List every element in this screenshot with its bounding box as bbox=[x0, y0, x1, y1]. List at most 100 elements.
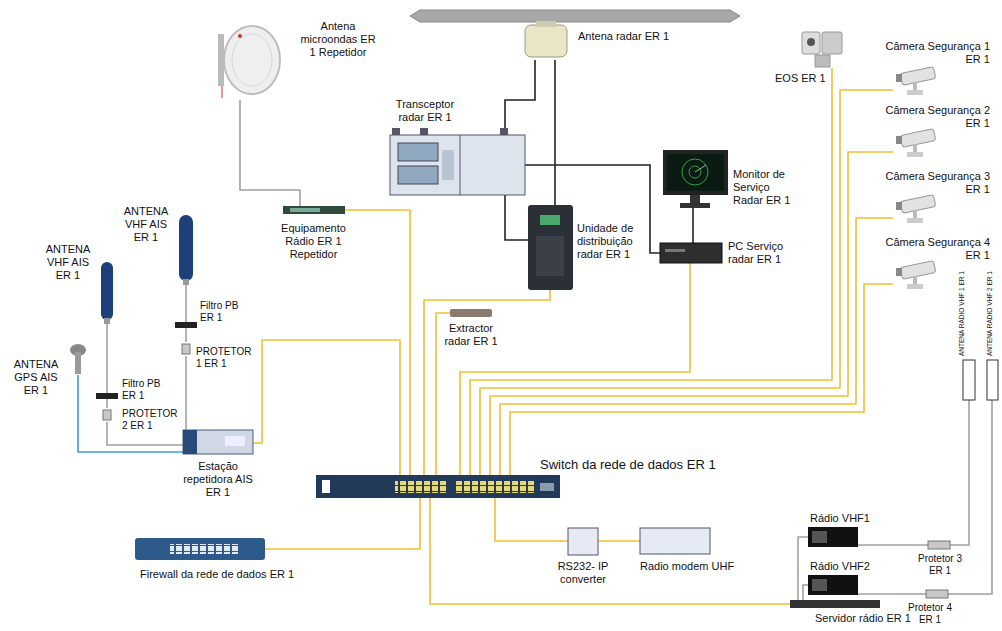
device-node: PROTETOR 2 ER 1 bbox=[101, 408, 113, 422]
microwave-dish-icon bbox=[218, 26, 280, 98]
device-node: Filtro PB ER 1 bbox=[96, 393, 118, 399]
device-node: Servidor rádio ER 1 bbox=[790, 600, 880, 608]
device-node: Transceptor radar ER 1 bbox=[390, 135, 525, 195]
device-label: Câmera Segurança 1 ER 1 bbox=[880, 40, 990, 66]
firewall-icon bbox=[135, 538, 265, 560]
device-node: Câmera Segurança 2 ER 1 bbox=[893, 130, 938, 158]
cable bbox=[500, 218, 893, 475]
device-label: ANTENA RÁDIO VHF 2 ER 1 bbox=[986, 271, 994, 356]
cable bbox=[554, 60, 556, 205]
service-monitor-icon bbox=[663, 150, 728, 208]
device-label: Switch da rede de dados ER 1 bbox=[540, 457, 716, 473]
cable bbox=[505, 195, 528, 240]
eos-camera-icon bbox=[802, 32, 842, 67]
device-label: Câmera Segurança 3 ER 1 bbox=[880, 170, 990, 196]
device-label: EOS ER 1 bbox=[775, 72, 826, 85]
device-label: ANTENA RÁDIO VHF 1 ER 1 bbox=[958, 271, 966, 356]
device-label: Unidade de distribuição radar ER 1 bbox=[577, 222, 637, 261]
device-node: Rádio VHF1 bbox=[808, 527, 858, 547]
ais-station-icon bbox=[183, 430, 253, 454]
cable bbox=[240, 100, 300, 206]
device-label: ANTENA VHF AIS ER 1 bbox=[40, 243, 96, 282]
device-label: Transceptor radar ER 1 bbox=[385, 98, 465, 124]
cable bbox=[798, 537, 808, 600]
device-label: PC Serviço radar ER 1 bbox=[728, 240, 793, 266]
device-node: ANTENA VHF AIS ER 1 bbox=[179, 215, 193, 285]
device-node: RS232- IP converter bbox=[568, 528, 598, 555]
device-node: Rádio VHF2 bbox=[808, 575, 858, 595]
device-node: Radio modem UHF bbox=[640, 528, 710, 554]
device-node: Switch da rede de dados ER 1 bbox=[316, 475, 560, 498]
device-label: Rádio VHF1 bbox=[810, 512, 870, 525]
device-node: ANTENA GPS AIS ER 1 bbox=[70, 345, 86, 375]
radio-antenna-icon bbox=[963, 360, 998, 400]
radar-antenna-icon bbox=[410, 10, 740, 57]
device-node: Câmera Segurança 4 ER 1 bbox=[893, 262, 938, 290]
device-node: Câmera Segurança 1 ER 1 bbox=[893, 68, 938, 96]
distribution-unit-icon bbox=[528, 205, 573, 290]
radio-modem-icon bbox=[640, 528, 710, 554]
cable bbox=[106, 399, 108, 408]
security-camera-icon bbox=[896, 195, 936, 223]
device-node: Protetor 3 ER 1 bbox=[928, 541, 950, 549]
cable bbox=[424, 290, 550, 475]
device-label: PROTETOR 2 ER 1 bbox=[122, 408, 180, 432]
device-label: PROTETOR 1 ER 1 bbox=[196, 346, 254, 370]
cable bbox=[510, 284, 893, 475]
device-node: PC Serviço radar ER 1 bbox=[660, 243, 722, 263]
gps-antenna-icon bbox=[70, 344, 86, 374]
device-label: Extractor radar ER 1 bbox=[441, 322, 501, 348]
cable bbox=[495, 498, 568, 541]
cable bbox=[430, 498, 790, 604]
cable bbox=[692, 208, 694, 243]
cable bbox=[460, 263, 690, 475]
device-node: Antena microondas ER 1 Repetidor bbox=[218, 22, 280, 100]
device-label: Equipamento Rádio ER 1 Repetidor bbox=[276, 222, 351, 261]
radar-extractor-icon bbox=[450, 309, 492, 317]
device-node: Câmera Segurança 3 ER 1 bbox=[893, 196, 938, 224]
device-node: Firewall da rede de dados ER 1 bbox=[135, 538, 265, 560]
radio-equipment-icon bbox=[283, 206, 345, 214]
cable bbox=[470, 68, 832, 475]
device-label: ANTENA GPS AIS ER 1 bbox=[8, 358, 64, 397]
device-node: ANTENA RÁDIO VHF 1 ER 1 bbox=[963, 360, 975, 400]
security-camera-icon bbox=[896, 67, 936, 95]
cable bbox=[253, 340, 400, 475]
device-node: ANTENA VHF AIS ER 1 bbox=[101, 262, 113, 324]
device-node: ANTENA RÁDIO VHF 2 ER 1 bbox=[987, 360, 998, 400]
device-label: Protetor 3 ER 1 bbox=[915, 553, 965, 577]
device-node: Protetor 4 ER 1 bbox=[926, 590, 948, 598]
cable bbox=[480, 90, 893, 475]
rs232-converter-icon bbox=[568, 528, 598, 555]
device-label: Servidor rádio ER 1 bbox=[815, 612, 911, 625]
cable bbox=[948, 400, 992, 594]
cable bbox=[265, 498, 420, 549]
cable bbox=[858, 544, 928, 546]
radio-server-icon bbox=[790, 600, 880, 608]
radar-transceiver-icon bbox=[390, 128, 525, 195]
security-camera-icon bbox=[896, 261, 936, 289]
security-camera-icon bbox=[896, 129, 936, 157]
device-node: Equipamento Rádio ER 1 Repetidor bbox=[283, 206, 345, 214]
cable bbox=[185, 285, 187, 322]
device-label: Rádio VHF2 bbox=[810, 560, 870, 573]
cable bbox=[490, 152, 893, 475]
device-node: Monitor de Serviço Radar ER 1 bbox=[663, 150, 728, 208]
cable bbox=[505, 60, 535, 135]
device-node: Unidade de distribuição radar ER 1 bbox=[528, 205, 573, 290]
device-label: Antena microondas ER 1 Repetidor bbox=[298, 20, 378, 59]
cable bbox=[78, 375, 183, 452]
cable bbox=[803, 585, 808, 600]
device-node: EOS ER 1 bbox=[800, 28, 845, 68]
device-label: Radio modem UHF bbox=[640, 560, 734, 573]
device-label: Firewall da rede de dados ER 1 bbox=[140, 568, 294, 581]
service-pc-icon bbox=[660, 243, 722, 263]
device-node: PROTETOR 1 ER 1 bbox=[180, 342, 192, 356]
cable bbox=[185, 328, 187, 342]
device-node: Estação repetidora AIS ER 1 bbox=[183, 430, 253, 454]
device-label: Câmera Segurança 4 ER 1 bbox=[880, 236, 990, 262]
device-label: Estação repetidora AIS ER 1 bbox=[183, 460, 253, 499]
cable bbox=[950, 400, 969, 545]
